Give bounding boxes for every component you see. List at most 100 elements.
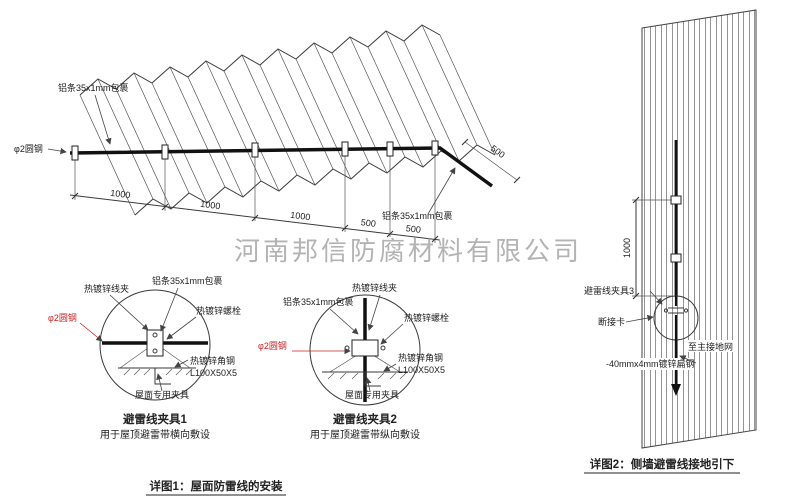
leader-line (367, 294, 381, 331)
dim-right-line (464, 141, 518, 181)
detail-2-al-strip-label: 铝条35x1mm包裹 (283, 296, 354, 307)
detail-1-bolt-label: 热镀锌螺栓 (196, 305, 241, 316)
wall-corrugated-cladding (641, 9, 757, 449)
detail-1-angle-steel (118, 367, 196, 385)
caption-detail-1: 详图1：屋面防雷线的安装 (150, 479, 283, 493)
leader-line (47, 147, 67, 155)
dimension-extension-lines (74, 152, 436, 243)
wall-to-ground-label: 至主接地网 (688, 341, 733, 352)
leader-line (427, 167, 456, 215)
wall-dim-1000: 1000 (622, 238, 632, 258)
corrugation-valley-lines (79, 34, 496, 216)
dim-1000-c: 1000 (290, 210, 311, 222)
leader-line (380, 323, 404, 345)
dim-1000-a: 1000 (110, 188, 131, 200)
caption-detail-2: 详图2：侧墙避雷线接地引下 (590, 457, 735, 471)
bolt-icon (152, 332, 158, 338)
label-mask (684, 340, 734, 352)
wall-dim-extensions (632, 199, 672, 297)
roof-al-strip-label-top: 铝条35x1mm包裹 (58, 82, 129, 93)
leader-line (94, 94, 112, 145)
detail-2-subtitle: 用于屋顶避雷带纵向敷设 (310, 428, 420, 441)
detail-1-clamp-label: 热镀锌线夹 (84, 283, 129, 294)
roof-top-edge (79, 24, 441, 96)
roof-dimension-chain: 1000 1000 1000 500 500 500 (69, 138, 521, 243)
leader-line (383, 363, 397, 372)
bolt-icon (344, 345, 350, 351)
detail-2-clamp-label: 热镀锌线夹 (352, 282, 397, 293)
detail-2-roof-clamp-label: 屋面专用夹具 (345, 389, 399, 400)
detail-1-angle-steel-label: 热镀锌角钢 (190, 355, 235, 366)
leader-line (79, 322, 103, 342)
wall-disconnect-label: 断接卡 (598, 316, 625, 327)
detail-circle-1: 热镀锌线夹 铝条35x1mm包裹 热镀锌螺栓 φ2圆钢 热镀锌角钢 L100X5… (48, 275, 241, 441)
leader-line (160, 287, 179, 332)
roof-panel (79, 24, 496, 216)
detail-1-roof-clamp-label: 屋面专用夹具 (135, 389, 189, 400)
roof-bottom-edge (134, 144, 496, 216)
dim-1000-b: 1000 (200, 199, 221, 211)
dimension-ticks (71, 192, 439, 243)
wire-clamp-icon (431, 140, 439, 156)
wall-clamp3-label: 避雷线夹具3 (584, 285, 634, 296)
leader-line (174, 359, 189, 368)
leader-line (109, 294, 149, 331)
detail-2-angle-steel-label: 热镀锌角钢 (398, 352, 443, 363)
detail-1-al-strip-label: 铝条35x1mm包裹 (152, 275, 223, 286)
down-arrow-icon (671, 384, 681, 396)
lightning-wire-line (69, 146, 494, 188)
dim-500-a: 500 (360, 217, 376, 229)
leader-line (329, 308, 359, 335)
leader-line (679, 355, 697, 364)
bolt-icon (152, 348, 158, 354)
roof-al-strip-label-right: 铝条35x1mm包裹 (382, 210, 453, 221)
wall-panel: 1000 避雷线夹具3 断接卡 至主接地网 -40mmx4mm镀锌扁钢 (584, 9, 757, 449)
leader-line (649, 290, 663, 305)
detail-1-circle (99, 289, 211, 401)
lightning-belt-wire (69, 140, 494, 188)
roof-labels: 铝条35x1mm包裹 铝条35x1mm包裹 φ2圆钢 (14, 82, 456, 221)
wire-clamps (71, 140, 439, 161)
dim-500-right: 500 (489, 143, 507, 160)
dim-500-b: 500 (405, 223, 421, 235)
roof-round-steel-label: φ2圆钢 (14, 143, 43, 154)
detail-1-title: 避雷线夹具1 (123, 412, 187, 426)
bolt-icon (663, 308, 669, 313)
wire-clamp-icon (71, 145, 79, 161)
detail-2-circle (309, 294, 421, 406)
wire-clamp-icon (251, 142, 259, 158)
leader-line (166, 316, 197, 340)
label-mask (602, 358, 692, 370)
detail-2-title: 避雷线夹具2 (333, 412, 397, 426)
figure-captions: 详图1：屋面防雷线的安装 详图2：侧墙避雷线接地引下 (146, 457, 740, 496)
detail-2-hatching (327, 372, 407, 380)
detail-2-angle-steel (322, 371, 408, 387)
bolt-icon (683, 308, 689, 313)
bolt-icon (380, 345, 386, 351)
wall-clamp-icon (670, 195, 682, 205)
detail-2-clamp-icon (351, 339, 379, 357)
disconnect-card-icon (668, 307, 684, 314)
leader-line (365, 377, 372, 392)
detail-1-clamp-icon (146, 329, 164, 357)
detail-2-round-steel-label: φ2圆钢 (258, 340, 287, 351)
detail-2-bolt-label: 热镀锌螺栓 (404, 312, 449, 323)
wall-dim-ticks (632, 196, 640, 300)
detail-1-round-steel-label: φ2圆钢 (48, 312, 77, 323)
corrugation-ridge-lines (97, 24, 478, 200)
detail-1-hatching (123, 368, 193, 376)
detail-2-angle-spec-label: L100X50X5 (398, 365, 445, 375)
wire-clamp-icon (161, 144, 169, 160)
wire-clamp-icon (341, 141, 349, 157)
detail-1-subtitle: 用于屋顶避雷带横向敷设 (100, 428, 210, 441)
leader-line (156, 373, 163, 392)
wall-flat-steel-label: -40mmx4mm镀锌扁钢 (606, 358, 695, 369)
leader-line (625, 314, 654, 323)
company-watermark: 河南邦信防腐材料有限公司 (234, 236, 582, 266)
wall-clamp-icon (670, 253, 682, 263)
wire-clamp-icon (386, 141, 394, 157)
detail-circle-2: 铝条35x1mm包裹 热镀锌线夹 热镀锌螺栓 φ2圆钢 热镀锌角钢 L100X5… (258, 282, 449, 441)
dim-right-ticks (461, 138, 521, 184)
